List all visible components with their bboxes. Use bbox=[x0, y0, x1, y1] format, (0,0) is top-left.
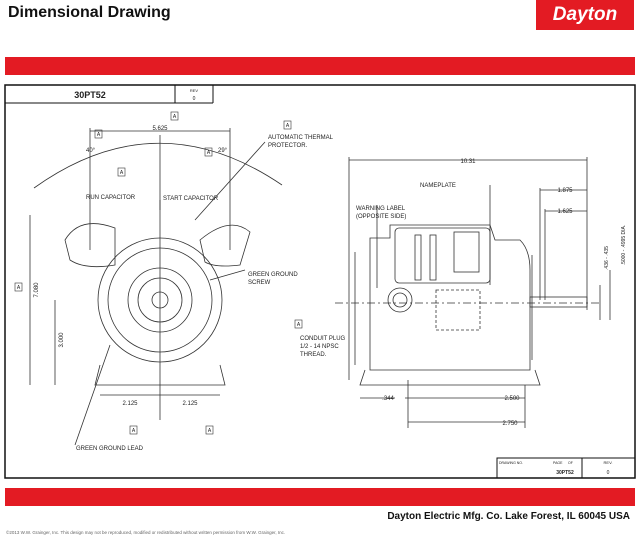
dim-foot-right: 2.125 bbox=[182, 401, 198, 407]
drawing-no-label: DRAWING NO. bbox=[499, 461, 523, 465]
dayton-logo: Dayton bbox=[536, 0, 634, 30]
dim-width-top: 5.625 bbox=[152, 126, 168, 132]
dim-shaft-height: 3.000 bbox=[59, 332, 65, 348]
ground-lead-label: GREEN GROUND LEAD bbox=[76, 446, 144, 452]
svg-text:A: A bbox=[132, 428, 136, 434]
conduit-plug-label-3: THREAD. bbox=[300, 352, 327, 358]
end-view bbox=[29, 128, 283, 446]
dim-shaft-2: 1.625 bbox=[557, 209, 573, 215]
title-block bbox=[496, 457, 636, 479]
bottom-red-bar bbox=[5, 488, 635, 506]
dim-length: 10.31 bbox=[460, 159, 476, 165]
thermal-protector-label-2: PROTECTOR. bbox=[268, 143, 308, 149]
dim-angle-left: 40° bbox=[86, 148, 96, 154]
svg-text:A: A bbox=[17, 285, 21, 291]
run-capacitor-label: RUN CAPACITOR bbox=[86, 195, 136, 201]
dim-shaft-1: 1.875 bbox=[557, 188, 573, 194]
dim-angle-right: 29° bbox=[218, 148, 228, 154]
svg-text:A: A bbox=[297, 322, 301, 328]
warning-label-2: (OPPOSITE SIDE) bbox=[356, 214, 406, 220]
rev-value: 0 bbox=[193, 96, 196, 102]
of-label: OF bbox=[568, 461, 573, 465]
drawing-frame bbox=[4, 84, 636, 479]
thermal-protector-label: AUTOMATIC THERMAL bbox=[268, 135, 334, 141]
top-red-bar bbox=[5, 57, 635, 75]
start-capacitor-label: START CAPACITOR bbox=[163, 196, 219, 202]
page-title: Dimensional Drawing bbox=[8, 4, 171, 21]
ground-screw-label: GREEN GROUND bbox=[248, 272, 298, 278]
company-address: Dayton Electric Mfg. Co. Lake Forest, IL… bbox=[387, 511, 630, 522]
conduit-plug-label: CONDUIT PLUG bbox=[300, 336, 346, 342]
svg-text:A: A bbox=[173, 114, 177, 120]
callouts: A A A A A A A A A bbox=[14, 111, 303, 435]
warning-label: WARNING LABEL bbox=[356, 206, 406, 212]
dim-foot-offset: .344 bbox=[382, 396, 394, 402]
dim-height: 7.080 bbox=[34, 282, 40, 298]
title-rev-value: 0 bbox=[607, 470, 610, 476]
dim-shaft-dia: .5000 - .4995 DIA. bbox=[621, 225, 627, 266]
svg-text:A: A bbox=[120, 170, 124, 176]
copyright-notice: ©2013 W.W. Grainger, Inc. This design ma… bbox=[6, 530, 286, 535]
svg-text:A: A bbox=[207, 150, 211, 156]
dim-foot-span: 2.500 bbox=[504, 396, 520, 402]
title-rev-label: REV. bbox=[604, 460, 613, 465]
model-number: 30PT52 bbox=[74, 90, 106, 100]
dim-foot-left: 2.125 bbox=[122, 401, 138, 407]
nameplate-label: NAMEPLATE bbox=[420, 183, 456, 189]
drawing-number: 30PT52 bbox=[556, 470, 574, 476]
page-label: PAGE bbox=[553, 461, 563, 465]
svg-text:A: A bbox=[286, 123, 290, 129]
svg-text:A: A bbox=[97, 132, 101, 138]
dim-flat: .436 - .435 bbox=[604, 246, 610, 270]
rev-label: REV bbox=[190, 88, 199, 93]
ground-screw-label-2: SCREW bbox=[248, 280, 271, 286]
svg-text:A: A bbox=[208, 428, 212, 434]
side-view bbox=[335, 157, 611, 428]
dim-foot-total: 2.750 bbox=[502, 421, 518, 427]
swing-arc bbox=[33, 142, 283, 189]
conduit-plug-label-2: 1/2 - 14 NPSC bbox=[300, 344, 339, 350]
